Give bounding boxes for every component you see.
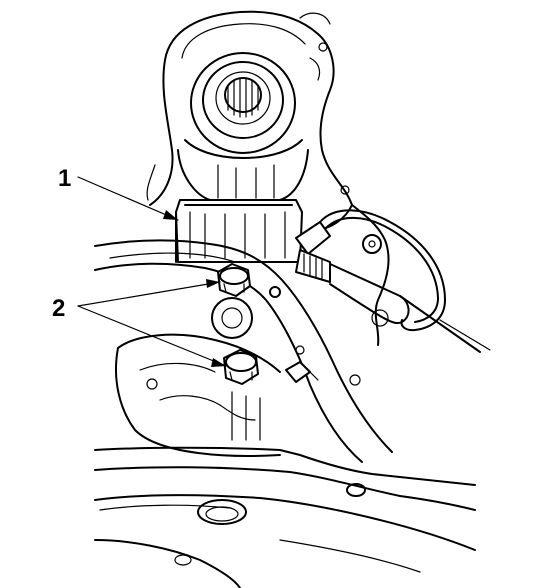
callout-1-label: 1 (58, 165, 71, 192)
callout-leaders (77, 176, 227, 367)
bracket-module (175, 199, 303, 263)
small-fastener (285, 361, 319, 383)
bolt-upper (217, 263, 251, 297)
frame-rail (94, 446, 476, 588)
callout-2-label: 2 (52, 295, 65, 322)
sensor-cable (295, 209, 446, 332)
right-casting (349, 204, 491, 386)
bolt-lower (223, 349, 259, 385)
crossmember (94, 239, 393, 463)
upper-housing (146, 10, 353, 231)
